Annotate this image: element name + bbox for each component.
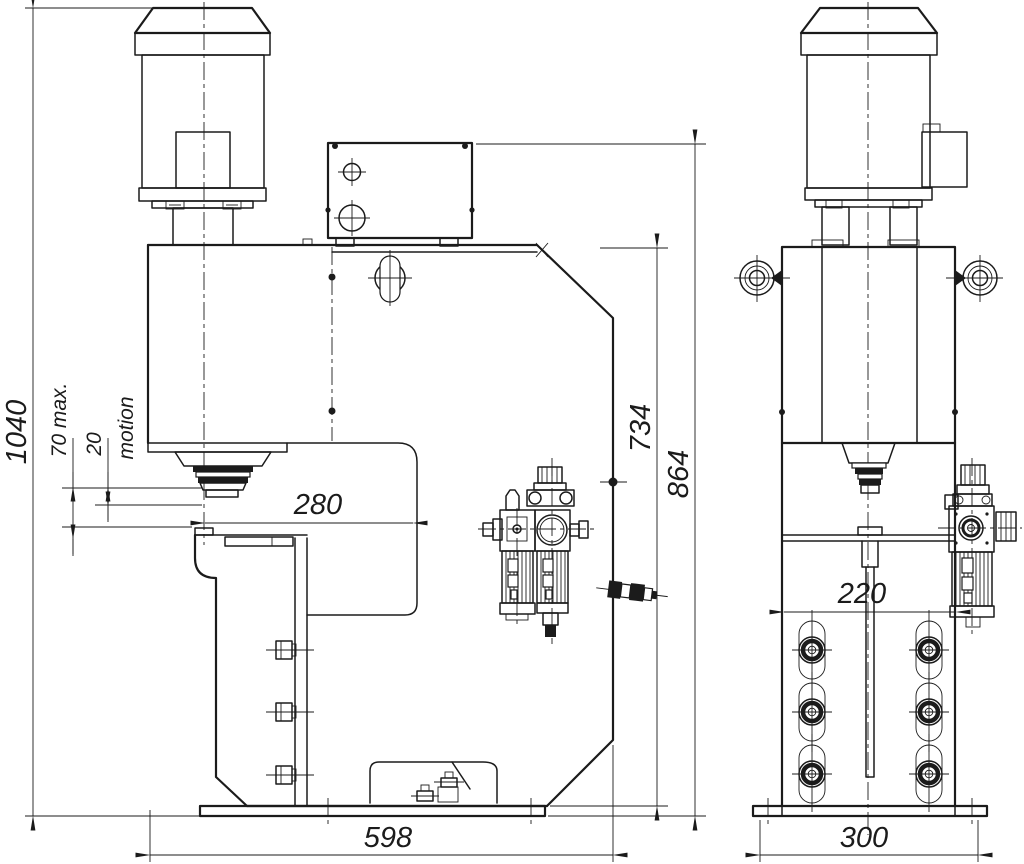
lifting-eye-front [368, 250, 412, 306]
dim-label-300: 300 [840, 822, 888, 854]
air-connector [596, 580, 668, 602]
frl-vent [505, 489, 520, 511]
frl-unit-side [938, 458, 1022, 634]
table-bracket [194, 527, 308, 807]
dim-label-220: 220 [837, 578, 886, 610]
frl-knob [960, 464, 986, 486]
dimensions: 1040 70 max. 20 motion 280 734 [1, 0, 993, 862]
front-motor [133, 6, 272, 246]
frl-bowl [951, 551, 993, 607]
table-clamp-bolt [266, 702, 314, 722]
dim-label-1040: 1040 [1, 400, 33, 465]
dim-total-height: 864 [476, 129, 706, 831]
dim-label-20: 20 [83, 432, 106, 457]
dim-column-width: 220 [769, 578, 971, 615]
dim-label-280: 280 [293, 489, 342, 521]
dim-overall-height: 1040 [1, 0, 200, 831]
column-bolt [909, 734, 949, 812]
frl-outlet-fitting [569, 520, 589, 539]
control-box [325, 141, 475, 247]
side-view [734, 2, 1022, 835]
table-clamp-bolt [266, 640, 314, 660]
table-clamp-bolt [266, 765, 314, 785]
dim-front-base: 598 [135, 745, 628, 862]
lifting-eye-right [946, 255, 1003, 302]
dim-label-70max: 70 max. [48, 383, 71, 458]
front-base-plate [198, 798, 547, 824]
punch-assembly [174, 451, 272, 498]
motor-mount-bolt [165, 200, 185, 210]
frl-unit-front [478, 458, 597, 644]
frl-inlet-fitting [482, 518, 503, 541]
motor-mount-bolt [222, 200, 242, 210]
frl-drain [545, 625, 556, 637]
dim-label-734: 734 [625, 404, 657, 452]
dim-label-598: 598 [364, 822, 412, 854]
dim-frame-height: 734 [550, 233, 668, 821]
front-frame [146, 238, 627, 808]
front-view [133, 2, 668, 824]
column-bolt [792, 734, 832, 812]
dim-side-base: 300 [745, 820, 993, 862]
frl-bowl-left [501, 550, 534, 604]
side-column [780, 441, 957, 812]
foot-pedal [369, 761, 498, 804]
frl-bowl-right [536, 550, 569, 604]
dim-label-motion: motion [115, 396, 138, 459]
dim-stroke-group: 70 max. 20 motion [48, 383, 202, 556]
side-base-plate [751, 798, 989, 824]
dim-label-864: 864 [663, 450, 695, 498]
motor-junction-box [921, 131, 968, 188]
side-motor [799, 6, 968, 246]
frl-side-knob [995, 511, 1017, 542]
dim-throat-depth: 280 [190, 489, 428, 526]
frl-knob [533, 466, 567, 491]
lifting-eye-left [734, 255, 790, 302]
side-cylinder [734, 239, 1003, 445]
side-punch-assembly [841, 442, 896, 494]
